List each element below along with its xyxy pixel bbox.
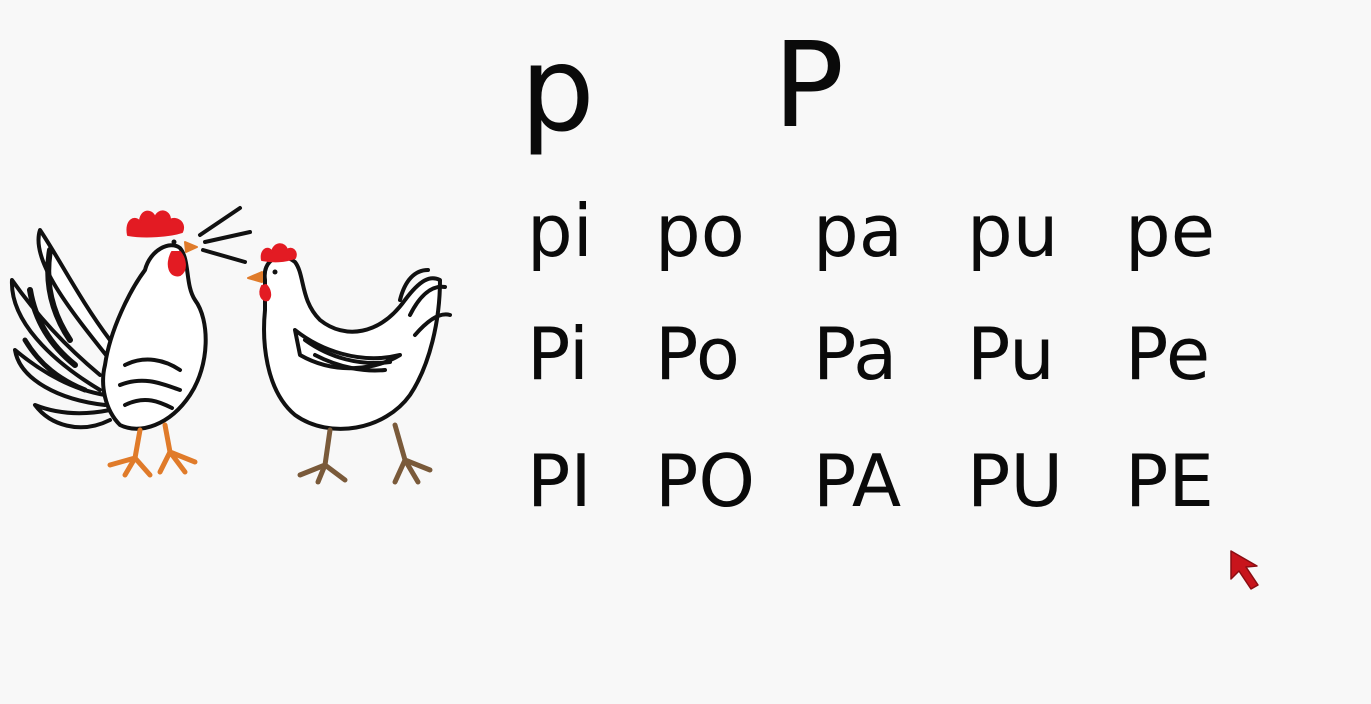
- syllable-Pe: Pe: [1125, 312, 1211, 396]
- syllable-po: po: [655, 189, 745, 273]
- syllable-PA: PA: [813, 439, 902, 523]
- hen-icon: [247, 243, 452, 485]
- letter-lowercase: p: [520, 20, 595, 158]
- syllable-PO: PO: [655, 439, 756, 523]
- syllable-pu: pu: [967, 189, 1059, 273]
- syllable-pa: pa: [813, 189, 903, 273]
- syllable-PE: PE: [1125, 439, 1214, 523]
- syllable-Pi: Pi: [527, 312, 589, 396]
- syllable-pe: pe: [1125, 189, 1215, 273]
- syllable-PU: PU: [967, 439, 1064, 523]
- rooster-and-hen-illustration: [9, 206, 452, 485]
- letter-uppercase: P: [773, 16, 845, 154]
- syllable-PI: PI: [527, 439, 592, 523]
- syllable-Pu: Pu: [967, 312, 1055, 396]
- syllable-Pa: Pa: [813, 312, 898, 396]
- syllable-pi: pi: [527, 189, 593, 273]
- rooster-icon: [9, 206, 252, 478]
- mouse-cursor-icon: [1230, 550, 1259, 590]
- syllable-Po: Po: [655, 312, 740, 396]
